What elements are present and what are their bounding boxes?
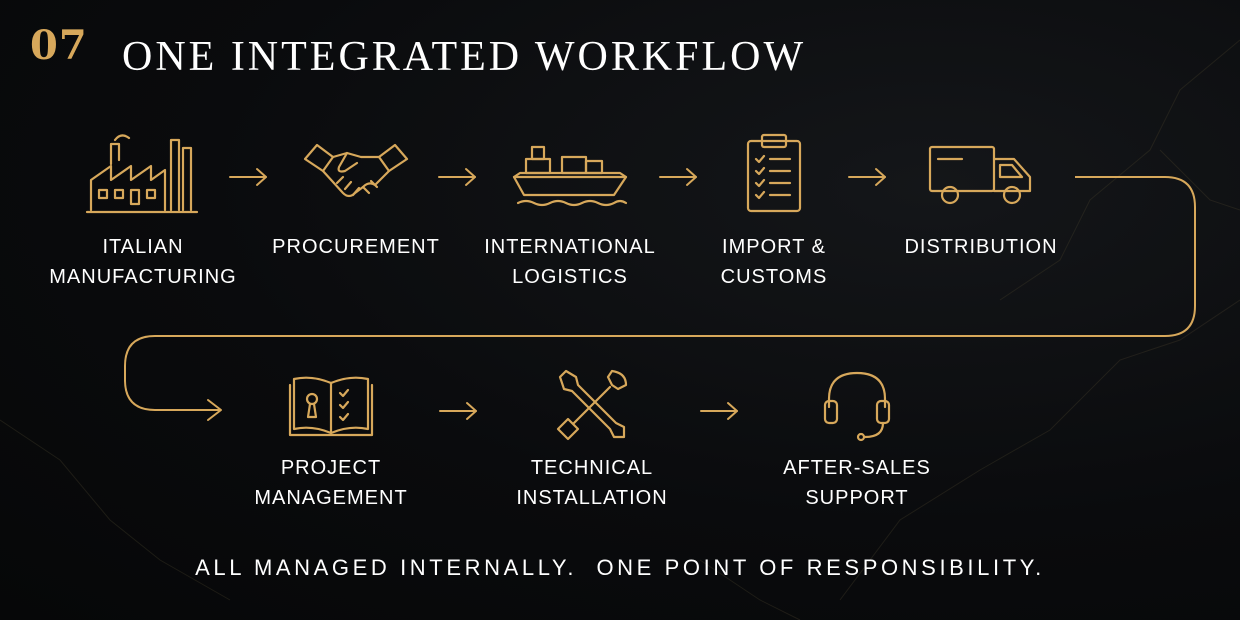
step-label: PROJECT MANAGEMENT (231, 453, 431, 513)
page-title: ONE INTEGRATED WORKFLOW (122, 34, 807, 80)
step-label-line: LOGISTICS (512, 266, 628, 288)
step-label: TECHNICAL INSTALLATION (492, 453, 692, 513)
delivery-truck-icon (881, 128, 1081, 218)
step-label-line: MANAGEMENT (254, 487, 408, 509)
tools-icon (492, 363, 692, 447)
arrow-right-icon (439, 402, 477, 420)
step-label-line: PROCUREMENT (272, 236, 440, 258)
cargo-ship-icon (470, 128, 670, 218)
step-label: PROCUREMENT (256, 232, 456, 262)
step-label-line: TECHNICAL (530, 457, 654, 479)
step-label: INTERNATIONAL LOGISTICS (470, 232, 670, 292)
step-label-line: ITALIAN (102, 236, 184, 258)
step-label-line: INSTALLATION (516, 487, 668, 509)
step-label: DISTRIBUTION (881, 232, 1081, 262)
project-book-icon (231, 363, 431, 447)
step-label-line: MANUFACTURING (49, 266, 237, 288)
step-label-line: CUSTOMS (720, 266, 828, 288)
arrow-right-icon (700, 402, 738, 420)
headset-icon (757, 363, 957, 447)
step-label: AFTER-SALES SUPPORT (757, 453, 957, 513)
step-label: ITALIAN MANUFACTURING (43, 232, 243, 292)
step-label-line: SUPPORT (805, 487, 909, 509)
step-label-line: AFTER-SALES (783, 457, 931, 479)
arrow-right-icon (438, 168, 476, 186)
step-label: IMPORT & CUSTOMS (674, 232, 874, 292)
section-number: 07 (30, 22, 88, 69)
step-label-line: INTERNATIONAL (484, 236, 656, 258)
arrow-right-icon (229, 168, 267, 186)
step-label-line: IMPORT & (722, 236, 826, 258)
footer-tagline: ALL MANAGED INTERNALLY. ONE POINT OF RES… (195, 555, 1045, 580)
arrow-right-icon (659, 168, 697, 186)
arrow-right-icon (848, 168, 886, 186)
factory-icon (43, 128, 243, 218)
step-label-line: DISTRIBUTION (904, 236, 1058, 258)
step-label-line: PROJECT (280, 457, 382, 479)
clipboard-checklist-icon (674, 128, 874, 218)
handshake-icon (256, 128, 456, 218)
